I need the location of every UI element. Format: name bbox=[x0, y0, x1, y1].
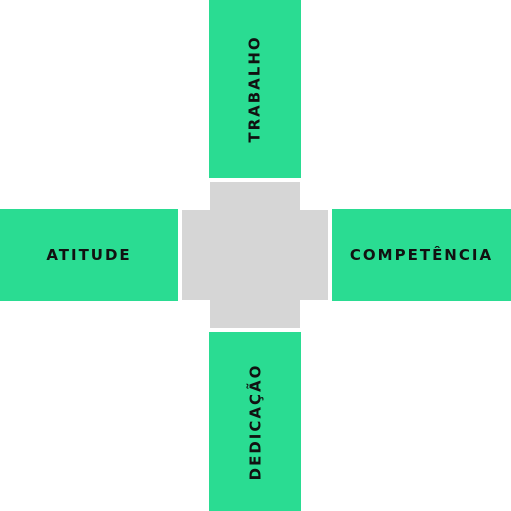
center-cross-shape bbox=[182, 182, 328, 328]
center-cross-polygon bbox=[182, 182, 328, 328]
arm-right-label: COMPETÊNCIA bbox=[349, 246, 494, 264]
arm-right-box: COMPETÊNCIA bbox=[332, 209, 511, 301]
arm-top-label: TRABALHO bbox=[246, 35, 265, 143]
arm-bottom-label: DEDICAÇÃO bbox=[246, 363, 264, 480]
arm-left-box: ATITUDE bbox=[0, 209, 178, 301]
arm-bottom-box: DEDICAÇÃO bbox=[209, 332, 301, 511]
arm-left-label: ATITUDE bbox=[46, 246, 132, 264]
arm-top-box: TRABALHO bbox=[209, 0, 301, 178]
